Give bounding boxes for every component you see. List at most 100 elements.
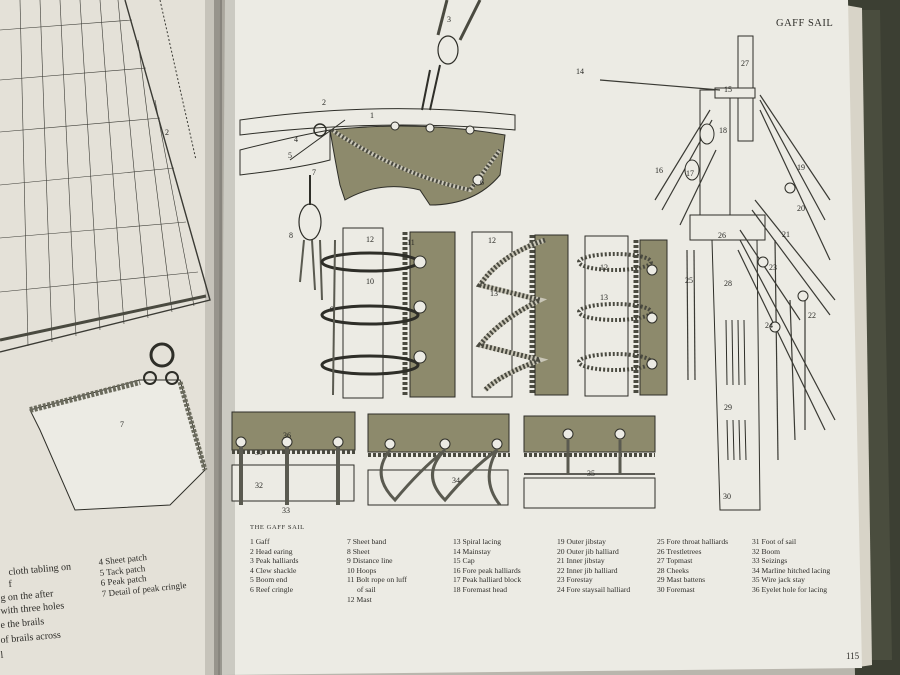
left-note-line: e the brails: [0, 616, 45, 631]
legend-item: 25 Fore throat halliards: [657, 537, 729, 546]
panel-label-36: 36: [283, 431, 291, 440]
mast-label-19: 19: [797, 163, 805, 172]
legend-item: 11 Bolt rope on luff: [347, 575, 407, 585]
legend-title: THE GAFF SAIL: [250, 524, 305, 531]
gaff-label-2: 2: [322, 98, 326, 107]
legend-column-3: 13 Spiral lacing 14 Mainstay 15 Cap 16 F…: [453, 537, 521, 595]
mast-label-23: 23: [769, 263, 777, 272]
left-label-7: 7: [120, 420, 124, 429]
mast-label-14: 14: [576, 67, 584, 76]
hoops-labels: 9 10 11 12: [330, 235, 415, 314]
left-sail-drawing: 2: [0, 0, 211, 353]
hoops-label-11: 11: [407, 238, 415, 247]
legend-item: 2 Head earing: [250, 546, 293, 556]
left-note-line: f: [8, 578, 13, 590]
legend-item: 19 Outer jibstay: [557, 537, 606, 546]
legend-item: 35 Wire jack stay: [752, 575, 805, 585]
legend-item: of sail: [357, 584, 376, 594]
mast-label-18: 18: [719, 126, 727, 135]
left-note-line: of brails across: [0, 629, 62, 646]
legend-item: 26 Trestletrees: [657, 546, 702, 556]
gaff-label-6: 6: [480, 178, 484, 187]
legend-column-4: 19 Outer jibstay 20 Outer jib halliard 2…: [557, 537, 630, 595]
left-note-line: cloth tabling on: [8, 561, 72, 578]
mast-label-28: 28: [724, 279, 732, 288]
legend-item: 14 Mainstay: [453, 546, 491, 556]
legend-item: 9 Distance line: [347, 556, 393, 566]
boom-panels-drawing: [231, 411, 656, 509]
spiral-label-13: 13: [490, 289, 498, 298]
legend-item: 27 Topmast: [657, 556, 693, 566]
legend-item: 28 Cheeks: [657, 565, 689, 575]
spiral-lacing-drawing: [471, 231, 569, 398]
legend-column-5: 25 Fore throat halliards 26 Trestletrees…: [657, 537, 728, 595]
gaff-label-7: 7: [312, 168, 316, 177]
legend-item: 6 Reef cringle: [250, 584, 294, 594]
panel-label-35: 35: [587, 469, 595, 478]
legend-item: 20 Outer jib halliard: [557, 546, 619, 556]
mast-label-17: 17: [686, 169, 694, 178]
mast-label-21: 21: [782, 230, 790, 239]
mast-label-29: 29: [724, 403, 732, 412]
laced-mast-labels: 12 13: [600, 263, 608, 302]
mast-label-20: 20: [797, 204, 805, 213]
legend-item: 12 Mast: [347, 594, 372, 604]
page-header-title: GAFF SAIL: [776, 18, 834, 29]
mast-label-30: 30: [723, 492, 731, 501]
mast-label-15: 15: [724, 85, 732, 94]
legend-item: 36 Eyelet hole for lacing: [752, 584, 828, 594]
legend-column-1: 1 Gaff 2 Head earing 3 Peak halliards 4 …: [250, 537, 299, 595]
left-label-2: 2: [165, 128, 169, 137]
hoops-label-12: 12: [366, 235, 374, 244]
left-note-line: l: [0, 649, 4, 661]
boom-panel-labels: 31 32 33 34 35 36: [255, 431, 595, 515]
gaff-label-3: 3: [447, 15, 451, 24]
mast-label-24: 24: [765, 321, 773, 330]
legend-item: 21 Inner jibstay: [557, 556, 605, 566]
legend-column-2: 7 Sheet band 8 Sheet 9 Distance line 10 …: [347, 537, 407, 604]
gaff-detail-drawing: [239, 0, 516, 301]
legend-item: 24 Fore staysail halliard: [557, 584, 631, 594]
legend-item: 32 Boom: [752, 546, 781, 556]
hoops-label-9: 9: [330, 305, 334, 314]
legend-item: 23 Forestay: [557, 575, 593, 585]
left-page-list: 4 Sheet patch 5 Tack patch 6 Peak patch …: [98, 548, 187, 599]
mast-label-16: 16: [655, 166, 663, 175]
laced-label-13: 13: [600, 293, 608, 302]
legend-item: 7 Sheet band: [347, 537, 387, 546]
foremast-labels: 14 15 16 17 18 19 20 21 22 23 24 25 26 2…: [576, 59, 816, 501]
legend-item: 30 Foremast: [657, 584, 695, 594]
laced-label-12: 12: [600, 263, 608, 272]
panel-label-31: 31: [255, 448, 263, 457]
panel-label-33: 33: [282, 506, 290, 515]
hoops-label-10: 10: [366, 277, 374, 286]
panel-label-32: 32: [255, 481, 263, 490]
spiral-labels: 12 13: [488, 236, 498, 298]
legend-column-6: 31 Foot of sail 32 Boom 33 Seizings 34 M…: [752, 537, 830, 595]
legend-item: 33 Seizings: [752, 556, 788, 566]
legend-item: 13 Spiral lacing: [453, 537, 502, 546]
gaff-label-4: 4: [294, 135, 298, 144]
legend-item: 5 Boom end: [250, 575, 288, 585]
mast-label-27: 27: [741, 59, 749, 68]
gaff-label-8: 8: [289, 231, 293, 240]
hoops-drawing: [320, 227, 456, 399]
mast-label-25: 25: [685, 276, 693, 285]
legend-item: 3 Peak halliards: [250, 556, 299, 566]
legend-item: 22 Inner jib halliard: [557, 565, 618, 575]
legend-item: 29 Mast battens: [657, 575, 706, 585]
legend-item: 15 Cap: [453, 556, 475, 566]
gaff-label-1: 1: [370, 111, 374, 120]
legend-item: 4 Clew shackle: [250, 565, 297, 575]
mast-label-26: 26: [718, 231, 726, 240]
legend-item: 34 Marline hitched lacing: [752, 565, 831, 575]
foremast-drawing: [599, 35, 836, 511]
panel-label-34: 34: [452, 476, 460, 485]
legend-item: 17 Peak halliard block: [453, 575, 522, 585]
legend-item: 18 Foremast head: [453, 584, 507, 594]
gaff-labels: 1 2 3 4 5 6 7 8: [288, 15, 484, 240]
legend-item: 10 Hoops: [347, 565, 377, 575]
spiral-label-12: 12: [488, 236, 496, 245]
page-number: 115: [846, 651, 860, 661]
